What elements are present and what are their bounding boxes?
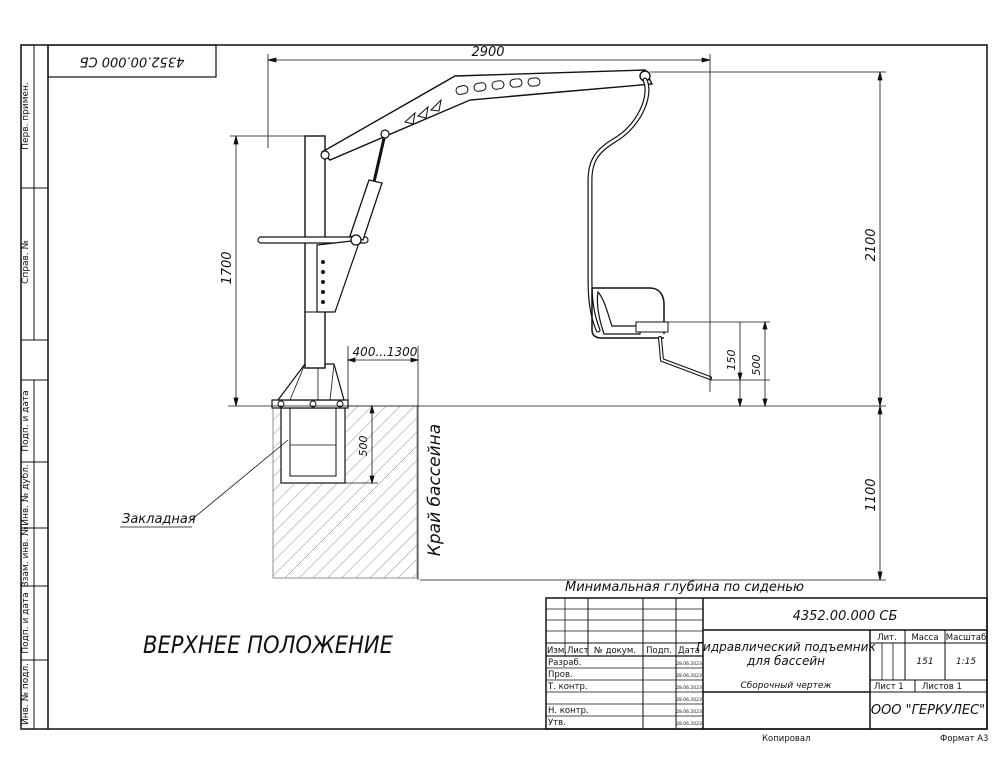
- tb-name-line1: Гидравлический подъемник: [696, 640, 876, 654]
- cylinder-bracket: [316, 239, 361, 313]
- tb-name-line2: для бассейн: [746, 654, 825, 668]
- tb-mass-value: 151: [916, 657, 933, 667]
- tb-role-nkontr: Н. контр.: [548, 706, 589, 716]
- seat-shell: [596, 290, 641, 335]
- dim-2900: 2900: [471, 45, 504, 60]
- dim-150: 150: [725, 350, 738, 371]
- tb-header-doc: № докум.: [594, 646, 636, 656]
- stamp-podp-data-1: Подп. и дата: [21, 390, 31, 451]
- tb-date-4: 28.06.2023: [676, 697, 702, 703]
- stamp-inv-podl: Инв. № подл.: [21, 663, 31, 725]
- embed-label: Закладная: [122, 512, 196, 527]
- hydraulic-cylinder: [349, 179, 383, 241]
- rotation-handle: [257, 236, 369, 244]
- footer-copied: Копировал: [762, 734, 811, 744]
- boom-lightening-holes: [403, 77, 541, 125]
- tb-header-data: Дата: [678, 646, 700, 656]
- tb-code: 4352.00.000 СБ: [793, 609, 898, 624]
- tb-date-6: 28.06.2023: [676, 721, 702, 727]
- tb-date-1: 28.06.2023: [676, 661, 702, 667]
- embed-pit: [280, 407, 346, 484]
- tb-role-utv: Утв.: [548, 718, 566, 728]
- top-code-box: [47, 44, 217, 78]
- stamp-sprav-no: Справ. №: [21, 240, 31, 284]
- dim-seat-lines: [664, 320, 770, 408]
- stamp-vzam-inv: Взам. инв. №: [21, 526, 31, 587]
- embed-leader: [189, 439, 289, 522]
- dim-500-seat: 500: [750, 355, 763, 376]
- tb-header-podp: Подп.: [646, 646, 672, 656]
- base-gusset: [276, 363, 345, 401]
- tb-role-prov: Пров.: [548, 670, 573, 680]
- tb-date-5: 28.06.2023: [676, 709, 702, 715]
- tb-date-3: 28.06.2023: [676, 685, 702, 691]
- title-block-grid: [545, 597, 988, 730]
- min-depth-label: Минимальная глубина по сиденью: [565, 580, 804, 595]
- dim-500-embed-lines: [345, 404, 378, 485]
- dim-400-1300-lines: [346, 346, 420, 580]
- dim-2100: 2100: [864, 228, 879, 261]
- boom-arm: [320, 69, 654, 161]
- tb-lit-label: Лит.: [877, 633, 897, 643]
- tb-role-razrab: Разраб.: [548, 658, 581, 668]
- stamp-perv-primen: Перв. примен.: [21, 82, 31, 150]
- top-code-text: 4352.00.000 СБ: [80, 54, 185, 69]
- dim-1700: 1700: [220, 251, 235, 284]
- footrest: [658, 336, 712, 380]
- tb-date-2: 28.06.2023: [676, 673, 702, 679]
- dim-2900-lines: [267, 54, 711, 392]
- tb-sheet-label: Лист 1: [874, 682, 904, 692]
- tb-role-tkontr: Т. контр.: [547, 682, 588, 692]
- dim-400-1300: 400...1300: [353, 345, 418, 359]
- hydraulic-rod: [372, 133, 387, 183]
- tb-scale-value: 1:15: [956, 657, 976, 667]
- stamp-inv-dubl: Инв. № дубл.: [21, 464, 31, 526]
- tb-header-izm: Изм.: [547, 646, 567, 656]
- tb-company: ООО "ГЕРКУЛЕС": [871, 703, 985, 718]
- dim-1100: 1100: [864, 478, 879, 511]
- dim-500-embed: 500: [357, 436, 370, 457]
- tb-doc-type: Сборочный чертеж: [740, 681, 832, 691]
- dim-2100-1100-lines: [420, 71, 886, 581]
- footer-format: Формат А3: [940, 734, 988, 744]
- seat-frame: [591, 287, 665, 339]
- left-stamp-column: [21, 45, 48, 729]
- tb-mass-label: Масса: [911, 633, 938, 643]
- tb-header-list: Лист: [567, 646, 589, 656]
- position-label: ВЕРХНЕЕ ПОЛОЖЕНИЕ: [143, 631, 394, 659]
- pool-edge-label: Край бассейна: [425, 424, 445, 556]
- tb-scale-label: Масштаб: [946, 633, 986, 643]
- dim-1700-lines: [230, 135, 305, 407]
- sheet-frame: [20, 44, 988, 730]
- tb-sheets-label: Листов 1: [922, 682, 962, 692]
- stamp-podp-data-2: Подп. и дата: [21, 592, 31, 653]
